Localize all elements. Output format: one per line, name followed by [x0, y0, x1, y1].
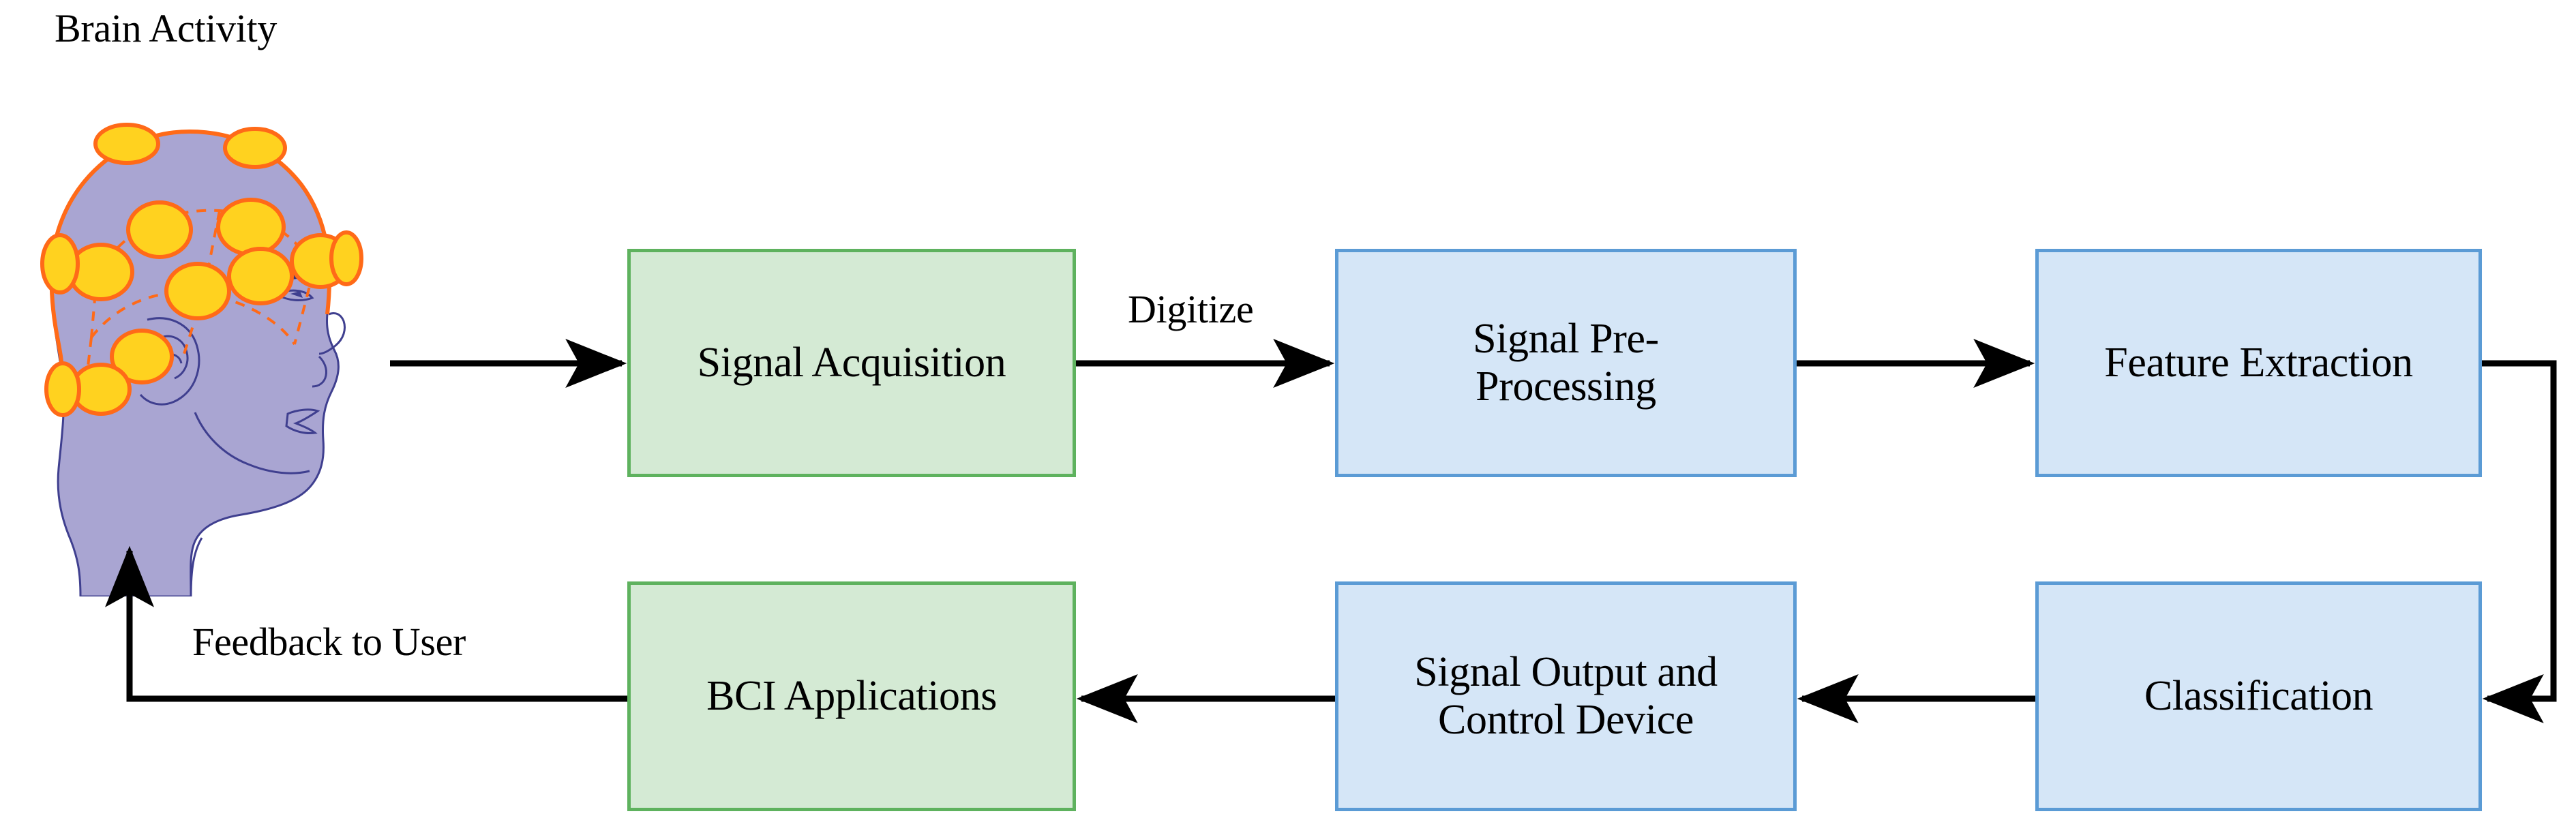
node-bci-applications[interactable]: BCI Applications [627, 581, 1076, 811]
node-signal-acquisition[interactable]: Signal Acquisition [627, 249, 1076, 477]
eeg-head-icon [20, 119, 402, 598]
edge-label-digitize: Digitize [1128, 287, 1254, 331]
node-label-feature-extraction: Feature Extraction [2104, 339, 2413, 386]
page-title: Brain Activity [55, 6, 278, 50]
edge-label-feedback-to-user: Feedback to User [192, 620, 466, 664]
eeg-head-svg [40, 123, 363, 598]
node-signal-pre-processing[interactable]: Signal Pre-Processing [1335, 249, 1797, 477]
node-classification[interactable]: Classification [2035, 581, 2482, 811]
node-label-classification: Classification [2144, 672, 2373, 719]
arrow-bci-applications-to-brain [105, 545, 627, 702]
node-feature-extraction[interactable]: Feature Extraction [2035, 249, 2482, 477]
node-label-signal-acquisition: Signal Acquisition [697, 339, 1006, 386]
node-label-bci-applications: BCI Applications [706, 672, 997, 719]
node-label-signal-pre-processing: Signal Pre-Processing [1473, 316, 1659, 410]
arrow-feature-extraction-to-classification [2482, 360, 2557, 723]
